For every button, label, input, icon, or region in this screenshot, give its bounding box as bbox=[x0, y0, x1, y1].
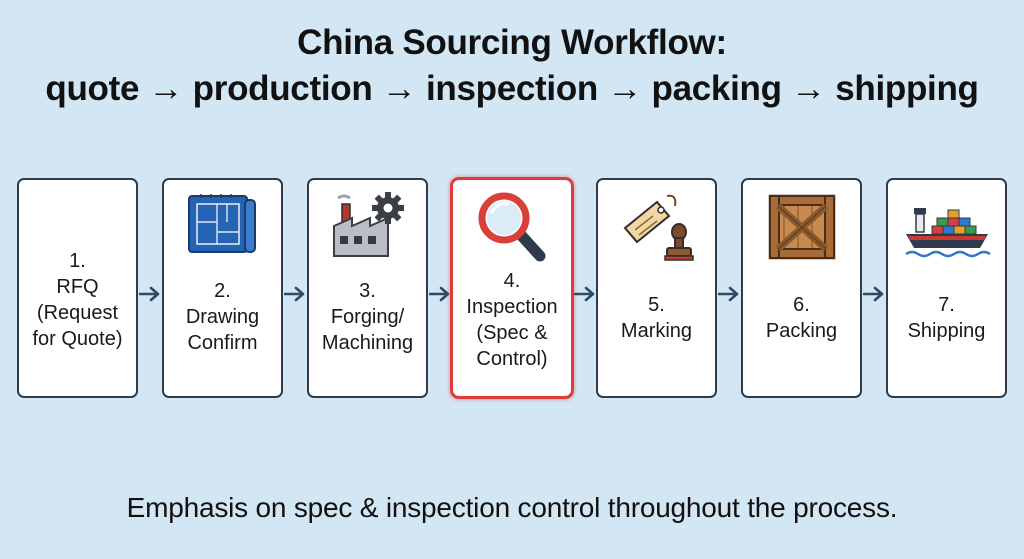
step-rfq-label: 1. RFQ (Request for Quote) bbox=[32, 250, 123, 350]
emphasis-note: Emphasis on spec & inspection control th… bbox=[126, 492, 898, 523]
factory-gear-icon bbox=[309, 192, 426, 272]
title-line-1: China Sourcing Workflow: bbox=[297, 23, 727, 62]
step-inspection-label: 4. Inspection (Spec & Control) bbox=[466, 270, 558, 370]
title-line-2: quote → production → inspection → packin… bbox=[45, 69, 979, 108]
step-packing: 6. Packing bbox=[741, 178, 862, 398]
diagram-title: China Sourcing Workflow: quote → product… bbox=[0, 20, 1024, 112]
arrow-right-icon bbox=[139, 286, 160, 302]
step-shipping-label: 7. Shipping bbox=[907, 294, 986, 342]
arrow-right-icon bbox=[863, 286, 884, 302]
step-inspection: 4. Inspection (Spec & Control) bbox=[450, 177, 574, 399]
step-drawing-confirm: 2. Drawing Confirm bbox=[162, 178, 283, 398]
step-rfq: 1. RFQ (Request for Quote) bbox=[17, 178, 138, 398]
wooden-crate-icon bbox=[743, 192, 860, 272]
arrow-right-icon bbox=[429, 286, 450, 302]
step-forging-machining-label: 3. Forging/ Machining bbox=[321, 280, 414, 354]
workflow-steps: 1. RFQ (Request for Quote) 2. Drawing Co… bbox=[17, 177, 1009, 400]
step-marking: 5. Marking bbox=[596, 178, 717, 398]
cargo-ship-icon bbox=[888, 196, 1005, 276]
arrow-right-icon bbox=[284, 286, 305, 302]
step-marking-label: 5. Marking bbox=[620, 294, 693, 342]
blueprint-icon bbox=[164, 192, 281, 272]
step-drawing-confirm-label: 2. Drawing Confirm bbox=[185, 280, 260, 354]
step-shipping: 7. Shipping bbox=[886, 178, 1007, 398]
step-packing-label: 6. Packing bbox=[765, 294, 838, 342]
arrow-right-icon bbox=[574, 286, 595, 302]
tag-stamp-icon bbox=[598, 192, 715, 272]
arrow-right-icon bbox=[718, 286, 739, 302]
magnifier-icon bbox=[453, 190, 571, 270]
step-forging-machining: 3. Forging/ Machining bbox=[307, 178, 428, 398]
